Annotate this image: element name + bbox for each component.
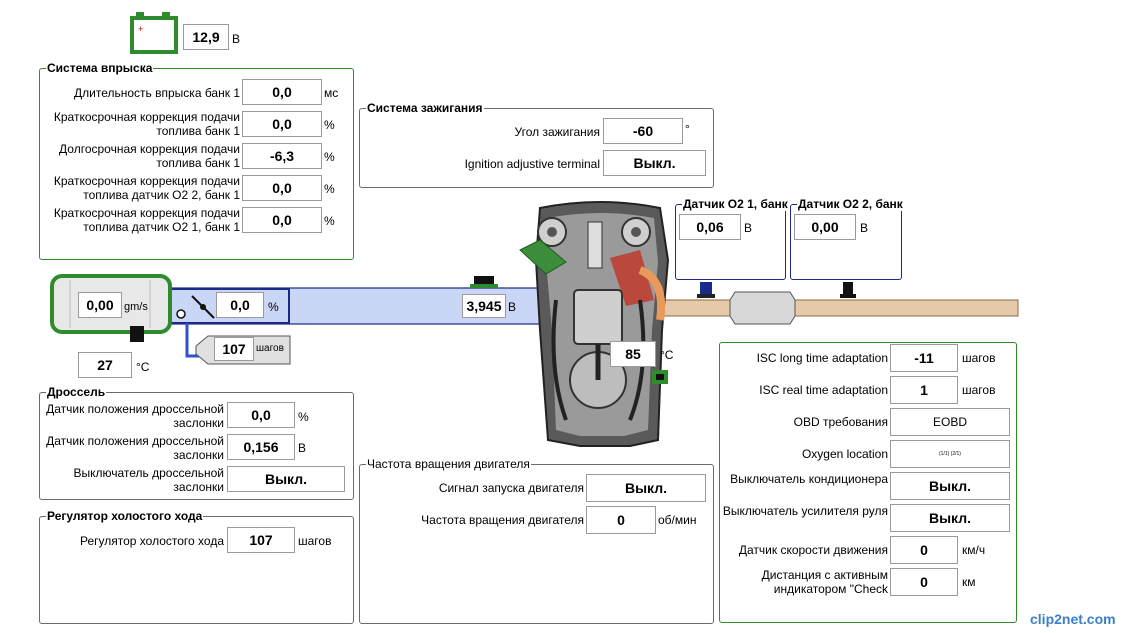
ltft-bank1-label: Долгосрочная коррекция подачи топлива ба… — [59, 142, 240, 170]
stft-o2-1-label: Краткосрочная коррекция подачи топлива д… — [53, 206, 240, 234]
oxygen-location-value: (1/1) (2/1) — [890, 440, 1010, 468]
o2-sensor-1-title: Датчик О2 1, банк — [682, 197, 789, 211]
check-distance-label: Дистанция с активным индикатором "Check — [761, 568, 888, 596]
air-temp-value: 27 — [78, 352, 132, 378]
obd-req-value: EOBD — [890, 408, 1010, 436]
stft-o2-2-label: Краткосрочная коррекция подачи топлива д… — [53, 174, 240, 202]
stft-o2-2-unit: % — [324, 182, 335, 196]
stft-bank1-value: 0,0 — [242, 111, 322, 137]
map-sensor-unit: В — [508, 300, 517, 314]
air-temp-unit: °С — [136, 360, 150, 374]
tps-voltage-unit: В — [298, 441, 307, 455]
isc-real-unit: шагов — [962, 383, 996, 397]
idle-panel: Регулятор холостого хода — [39, 509, 354, 624]
ac-switch-label: Выключатель кондиционера — [730, 472, 888, 486]
tps-voltage-value: 0,156 — [227, 434, 295, 460]
stft-bank1-unit: % — [324, 118, 335, 132]
svg-text:+: + — [138, 24, 143, 34]
idle-regulator-label: Регулятор холостого хода — [80, 534, 224, 548]
start-signal-label: Сигнал запуска двигателя — [438, 481, 584, 495]
coolant-temp-unit: °С — [660, 348, 674, 362]
o2-sensor-1-value: 0,06 — [679, 214, 741, 240]
power-steering-label: Выключатель усилителя руля — [722, 504, 888, 518]
o2-sensor-2-unit: В — [860, 221, 869, 235]
rpm-title: Частота вращения двигателя — [366, 457, 531, 471]
o2-sensor-2-plug — [843, 282, 853, 296]
start-signal-value: Выкл. — [586, 474, 706, 502]
map-sensor-icon — [474, 276, 494, 286]
tps-percent-unit: % — [298, 410, 309, 424]
injection-duration-label: Длительность впрыска банк 1 — [74, 86, 240, 100]
o2-sensor-1-plug — [700, 282, 712, 296]
throttle-title: Дроссель — [46, 385, 107, 399]
tps-voltage-label: Датчик положения дроссельной заслонки — [46, 434, 224, 462]
injection-duration-unit: мс — [324, 86, 339, 100]
stft-o2-2-value: 0,0 — [242, 175, 322, 201]
ignition-terminal-label: Ignition adjustive terminal — [464, 157, 600, 171]
throttle-position-value: 0,0 — [216, 292, 264, 318]
engine-block-icon — [519, 201, 670, 447]
obd-req-label: OBD требования — [793, 415, 888, 429]
tps-percent-label: Датчик положения дроссельной заслонки — [46, 402, 224, 430]
isc-long-value: -11 — [890, 344, 958, 372]
exhaust-pipe — [649, 299, 1019, 317]
injection-title: Система впрыска — [46, 61, 154, 75]
check-distance-value: 0 — [890, 568, 958, 596]
vehicle-speed-value: 0 — [890, 536, 958, 564]
stft-o2-1-unit: % — [324, 214, 335, 228]
throttle-position-unit: % — [268, 300, 279, 314]
ignition-terminal-value: Выкл. — [603, 150, 706, 176]
vehicle-speed-label: Датчик скорости движения — [738, 543, 888, 557]
ltft-bank1-unit: % — [324, 150, 335, 164]
isc-real-value: 1 — [890, 376, 958, 404]
isc-real-label: ISC real time adaptation — [759, 383, 888, 397]
injection-duration-value: 0,0 — [242, 79, 322, 105]
ignition-angle-label: Угол зажигания — [514, 125, 600, 139]
idle-title: Регулятор холостого хода — [46, 509, 204, 523]
check-distance-unit: км — [962, 575, 976, 589]
engine-rpm-unit: об/мин — [658, 513, 697, 527]
stft-o2-1-value: 0,0 — [242, 207, 322, 233]
idle-regulator-value: 107 — [227, 527, 295, 553]
ignition-angle-unit: ° — [685, 122, 690, 136]
engine-rpm-label: Частота вращения двигателя — [421, 513, 584, 527]
ltft-bank1-value: -6,3 — [242, 143, 322, 169]
o2-sensor-2-title: Датчик О2 2, банк — [797, 197, 904, 211]
ac-switch-value: Выкл. — [890, 472, 1010, 500]
ignition-title: Система зажигания — [366, 101, 484, 115]
isc-long-unit: шагов — [962, 351, 996, 365]
throttle-switch-label: Выключатель дроссельной заслонки — [73, 466, 224, 494]
oxygen-location-label: Oxygen location — [801, 447, 888, 461]
catalytic-converter — [729, 291, 796, 325]
battery-unit: В — [232, 32, 241, 46]
engine-rpm-value: 0 — [586, 506, 656, 534]
isc-steps-unit: шагов — [256, 343, 284, 354]
maf-unit: gm/s — [124, 301, 148, 313]
stft-bank1-label: Краткосрочная коррекция подачи топлива б… — [53, 110, 240, 138]
watermark-logo: clip2net.com — [1030, 611, 1116, 627]
isc-long-label: ISC long time adaptation — [756, 351, 888, 365]
idle-regulator-unit: шагов — [298, 534, 332, 548]
isc-steps-value: 107 — [214, 337, 254, 361]
power-steering-value: Выкл. — [890, 504, 1010, 532]
map-sensor-value: 3,945 — [462, 294, 506, 318]
battery-icon: + — [130, 12, 178, 54]
ignition-angle-value: -60 — [603, 118, 683, 144]
air-temp-sensor-icon — [130, 326, 144, 342]
battery-voltage: 12,9 — [183, 24, 229, 50]
throttle-switch-value: Выкл. — [227, 466, 345, 492]
vehicle-speed-unit: км/ч — [962, 543, 986, 557]
o2-sensor-1-unit: В — [744, 221, 753, 235]
maf-value: 0,00 — [78, 292, 122, 318]
tps-percent-value: 0,0 — [227, 402, 295, 428]
coolant-temp-value: 85 — [610, 341, 656, 367]
o2-sensor-2-value: 0,00 — [794, 214, 856, 240]
